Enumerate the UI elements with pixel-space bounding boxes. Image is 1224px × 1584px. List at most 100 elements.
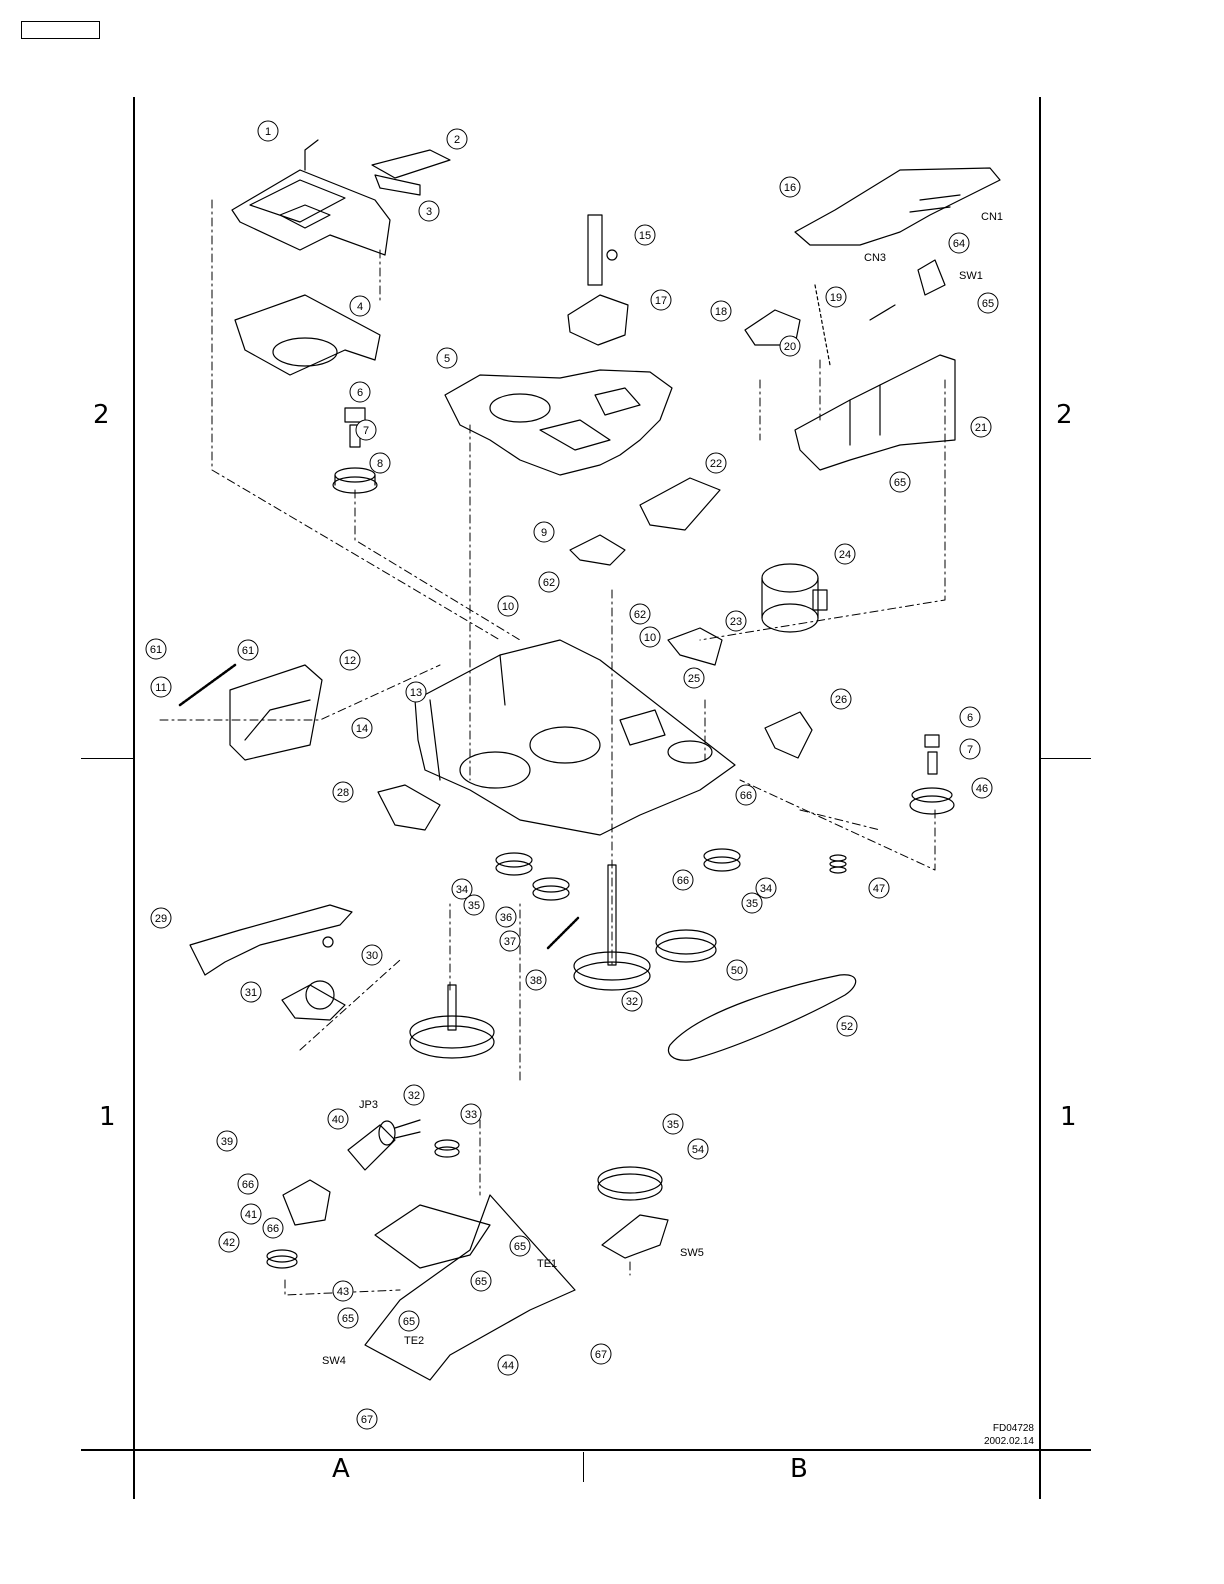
callout-6a: 6 [357, 387, 363, 399]
callout-15: 15 [639, 230, 651, 242]
callout-12: 12 [344, 655, 356, 667]
side-frame-21 [640, 260, 955, 530]
callout-21: 21 [975, 422, 987, 434]
callout-16: 16 [784, 182, 796, 194]
callout-7b: 7 [967, 744, 973, 756]
label-cn3: CN3 [864, 252, 886, 264]
callout-7a: 7 [363, 425, 369, 437]
callout-32b: 32 [626, 996, 638, 1008]
callout-28: 28 [337, 787, 349, 799]
callout-65d: 65 [475, 1276, 487, 1288]
callout-52: 52 [841, 1021, 853, 1033]
gear-33 [435, 1140, 459, 1157]
callout-44: 44 [502, 1360, 514, 1372]
bracket-28 [378, 785, 440, 830]
gear-50 [656, 930, 716, 962]
callout-14: 14 [356, 723, 368, 735]
callout-23: 23 [730, 616, 742, 628]
motor-40 [348, 1120, 420, 1170]
main-chassis-13 [415, 640, 735, 835]
callout-30: 30 [366, 950, 378, 962]
callout-13: 13 [410, 687, 422, 699]
callout-43: 43 [337, 1286, 349, 1298]
gear-42 [267, 1250, 297, 1268]
spring-47 [830, 855, 846, 873]
callout-42: 42 [223, 1237, 235, 1249]
head-mount-17 [568, 215, 628, 345]
callout-10b: 10 [644, 632, 656, 644]
callout-31: 31 [245, 987, 257, 999]
callout-66a: 66 [740, 790, 752, 802]
callout-5: 5 [444, 353, 450, 365]
callout-29: 29 [155, 913, 167, 925]
label-sw4: SW4 [322, 1355, 346, 1367]
callout-2: 2 [454, 134, 460, 146]
main-plate-5 [445, 370, 672, 475]
pcb-44 [365, 1195, 575, 1380]
bracket-9 [570, 535, 625, 565]
connector-labels: CN1 CN3 SW1 JP3 TE1 TE2 SW4 SW5 [322, 211, 1003, 1367]
callout-62b: 62 [634, 609, 646, 621]
pcb-16 [795, 168, 1000, 245]
callout-50: 50 [731, 965, 743, 977]
gear-34-left [496, 853, 532, 875]
callout-67b: 67 [361, 1414, 373, 1426]
callout-11: 11 [155, 682, 166, 694]
callout-61a: 61 [150, 644, 162, 656]
arm-26 [765, 712, 812, 758]
callout-10a: 10 [502, 601, 514, 613]
callout-62a: 62 [543, 577, 555, 589]
bracket-41 [283, 1180, 330, 1225]
label-cn1: CN1 [981, 211, 1003, 223]
callout-37: 37 [504, 936, 516, 948]
callout-46: 46 [976, 783, 988, 795]
callout-25: 25 [688, 673, 700, 685]
callout-22: 22 [710, 458, 722, 470]
label-sw1: SW1 [959, 270, 983, 282]
head-bracket-assembly [232, 140, 450, 255]
callout-65c: 65 [514, 1241, 526, 1253]
belt-52 [668, 975, 855, 1061]
callout-65a: 65 [982, 298, 994, 310]
callout-18: 18 [715, 306, 727, 318]
callout-41: 41 [245, 1209, 257, 1221]
callout-64: 64 [953, 238, 965, 250]
callout-67a: 67 [595, 1349, 607, 1361]
label-sw5: SW5 [680, 1247, 704, 1259]
callout-26: 26 [835, 694, 847, 706]
callout-39: 39 [221, 1136, 233, 1148]
lever-29 [190, 905, 352, 975]
callout-34a: 34 [456, 884, 468, 896]
spring-38 [548, 918, 578, 948]
callout-66c: 66 [242, 1179, 254, 1191]
label-jp3: JP3 [359, 1099, 378, 1111]
callout-35c: 35 [667, 1119, 679, 1131]
callout-35b: 35 [746, 898, 758, 910]
callout-33: 33 [465, 1109, 477, 1121]
gear-34-right [704, 849, 740, 871]
callout-9: 9 [541, 527, 547, 539]
bracket-23 [668, 628, 722, 665]
gear-46 [910, 735, 954, 814]
motor-24 [762, 564, 827, 632]
callout-47: 47 [873, 883, 885, 895]
callout-numbers: 1 2 3 4 5 6 7 8 9 10 10 11 12 13 14 15 1… [150, 126, 994, 1426]
sub-plate-43 [375, 1205, 490, 1268]
callout-54: 54 [692, 1144, 704, 1156]
label-te2: TE2 [404, 1335, 424, 1347]
callout-32a: 32 [408, 1090, 420, 1102]
collar-30 [323, 937, 333, 947]
callout-1: 1 [265, 126, 271, 138]
callout-40: 40 [332, 1114, 344, 1126]
callout-24: 24 [839, 549, 851, 561]
callout-4: 4 [357, 301, 363, 313]
callout-65f: 65 [403, 1316, 415, 1328]
gear-36 [533, 878, 569, 900]
callout-8: 8 [377, 458, 383, 470]
callout-65e: 65 [342, 1313, 354, 1325]
callout-35a: 35 [468, 900, 480, 912]
callout-17: 17 [655, 295, 667, 307]
slider-12 [180, 665, 322, 760]
label-te1: TE1 [537, 1258, 557, 1270]
